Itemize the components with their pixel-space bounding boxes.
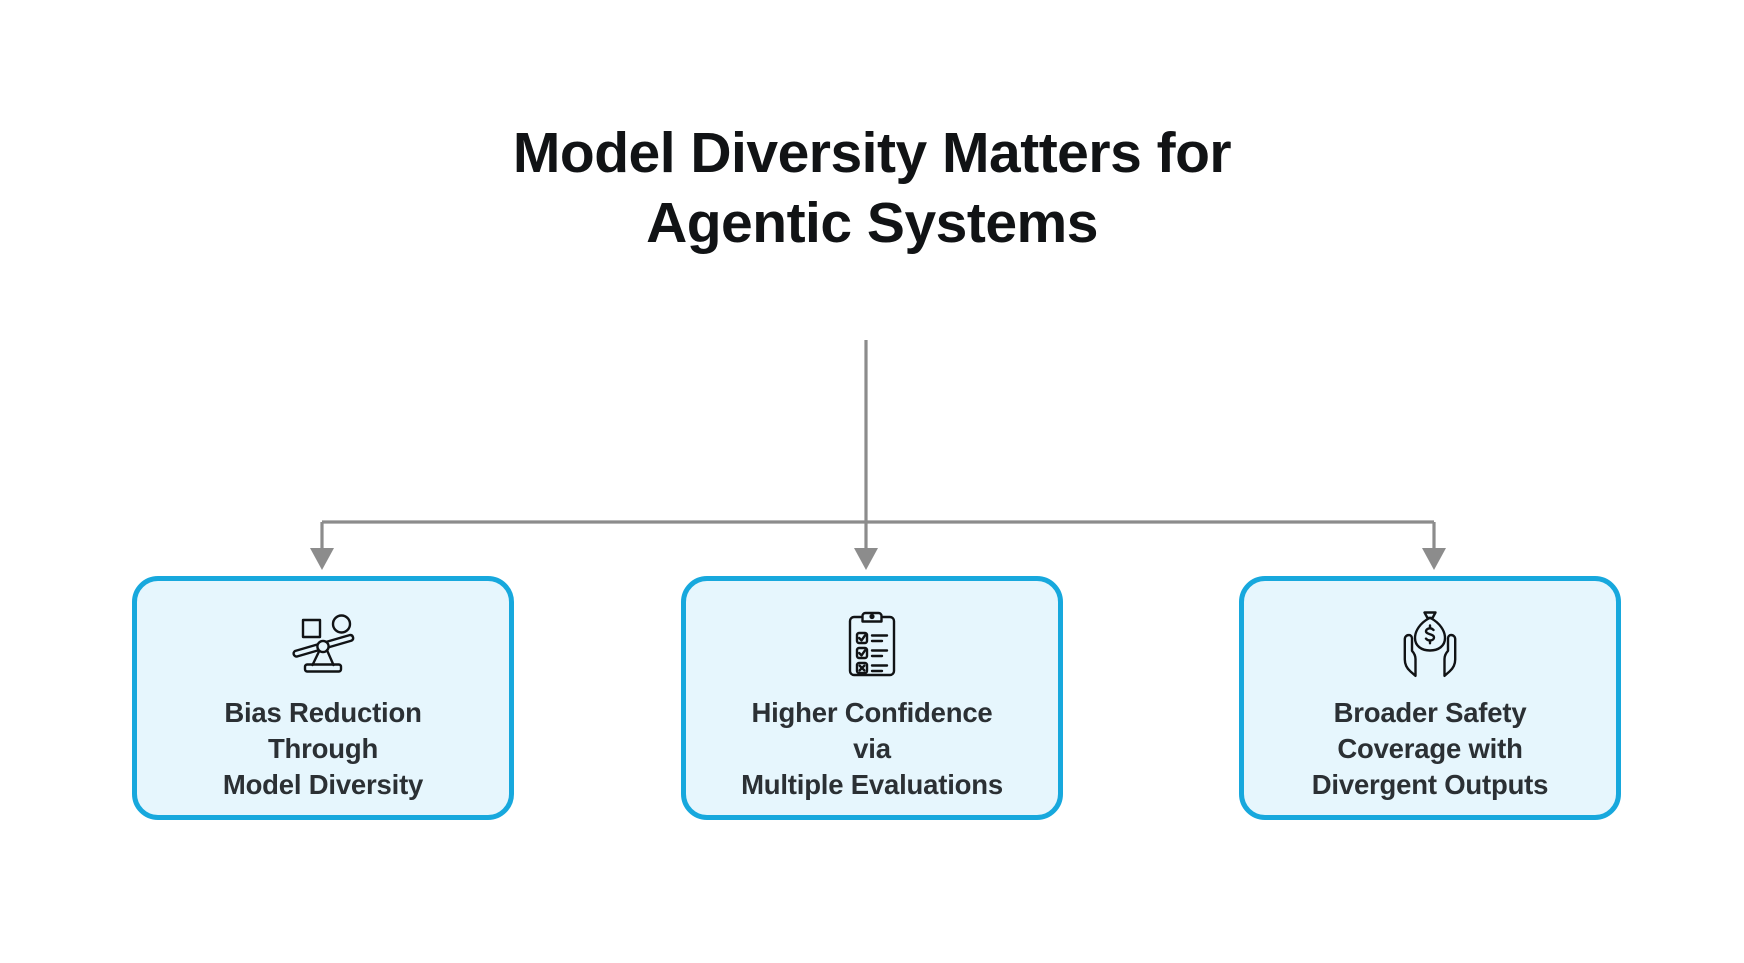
page-title: Model Diversity Matters for Agentic Syst… xyxy=(512,121,1232,256)
node-card-bias-reduction[interactable]: Bias Reduction Through Model Diversity xyxy=(132,576,514,820)
arrowheads xyxy=(310,548,1446,570)
node-card-higher-confidence[interactable]: Higher Confidence via Multiple Evaluatio… xyxy=(681,576,1063,820)
arrowhead-center xyxy=(854,548,878,570)
arrowhead-right xyxy=(1422,548,1446,570)
node-card-broader-safety[interactable]: Broader Safety Coverage with Divergent O… xyxy=(1239,576,1621,820)
clipboard-checklist-icon xyxy=(835,607,909,681)
node-label-broader-safety: Broader Safety Coverage with Divergent O… xyxy=(1311,697,1549,800)
arrowhead-left xyxy=(310,548,334,570)
node-label-higher-confidence: Higher Confidence via Multiple Evaluatio… xyxy=(741,697,1003,800)
node-label-bias-reduction: Bias Reduction Through Model Diversity xyxy=(222,697,424,800)
hands-money-bag-icon xyxy=(1393,607,1467,681)
balance-scale-icon xyxy=(286,607,360,681)
